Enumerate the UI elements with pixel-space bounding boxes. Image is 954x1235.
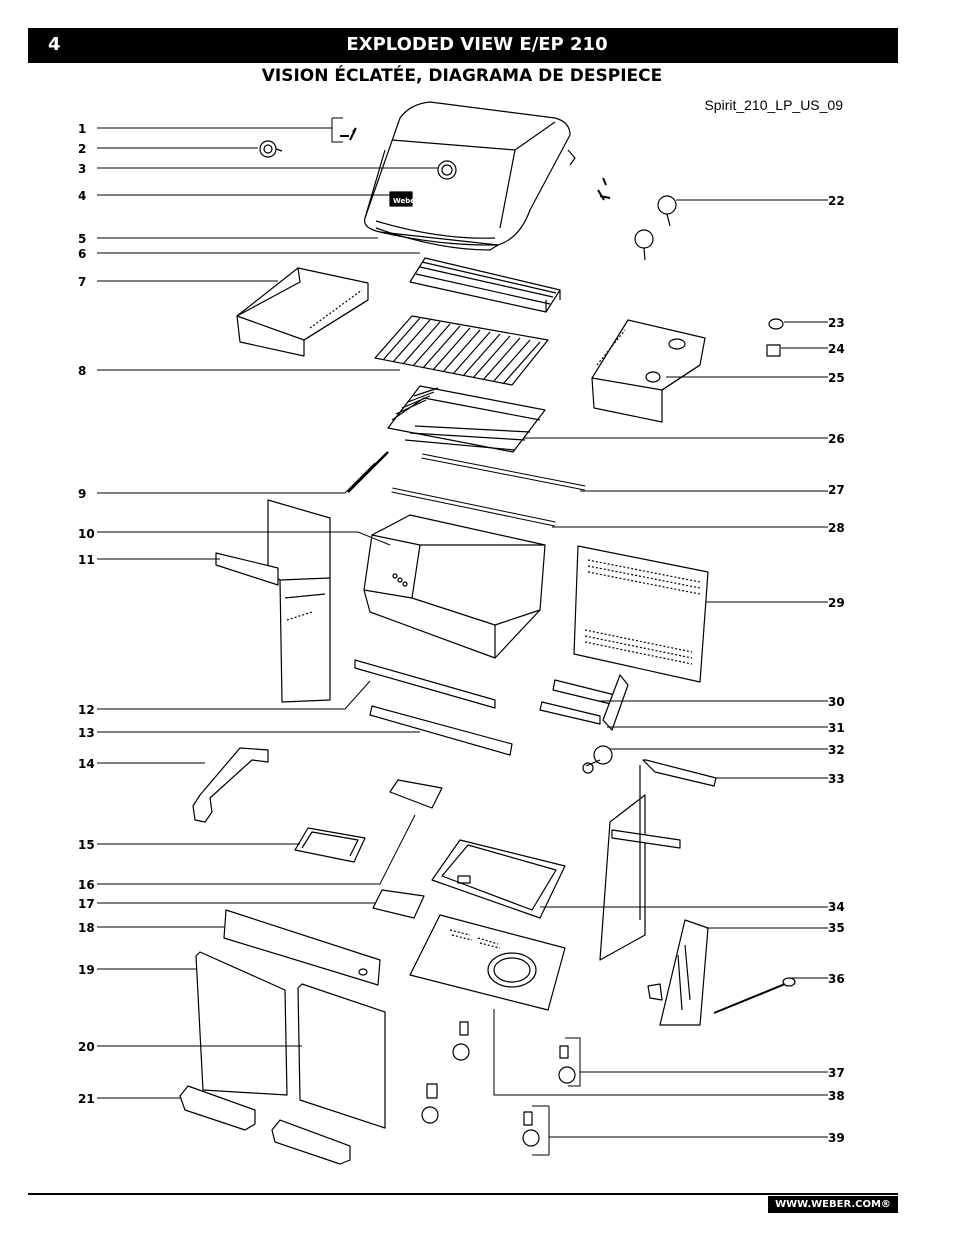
part-number: 2: [78, 142, 86, 156]
part-number: 26: [828, 432, 845, 446]
part-number: 36: [828, 972, 845, 986]
part-number: 14: [78, 757, 95, 771]
part-number: 12: [78, 703, 95, 717]
header-bar: [28, 28, 898, 63]
footer-rule: [28, 1193, 898, 1195]
part-number: 34: [828, 900, 845, 914]
part-number: 25: [828, 371, 845, 385]
part-number: 24: [828, 342, 845, 356]
part-number: 23: [828, 316, 845, 330]
part-number: 39: [828, 1131, 845, 1145]
part-number: 8: [78, 364, 86, 378]
part-number: 3: [78, 162, 86, 176]
part-number: 15: [78, 838, 95, 852]
part-number: 27: [828, 483, 845, 497]
part-number: 19: [78, 963, 95, 977]
part-number: 5: [78, 232, 86, 246]
part-number: 30: [828, 695, 845, 709]
page-subtitle: VISION ÉCLATÉE, DIAGRAMA DE DESPIECE: [261, 66, 663, 86]
part-number: 11: [78, 553, 95, 567]
part-number: 4: [78, 189, 86, 203]
part-number: 17: [78, 897, 95, 911]
part-number: 37: [828, 1066, 845, 1080]
model-code: Spirit_210_LP_US_09: [704, 97, 843, 113]
footer-url[interactable]: WWW.WEBER.COM®: [768, 1196, 898, 1213]
part-number: 13: [78, 726, 95, 740]
part-number: 32: [828, 743, 845, 757]
part-number: 38: [828, 1089, 845, 1103]
part-number: 1: [78, 122, 86, 136]
part-number: 18: [78, 921, 95, 935]
lid-drawing: Weber: [363, 101, 576, 251]
part-number: 21: [78, 1092, 95, 1106]
part-number: 9: [78, 487, 86, 501]
part-number: 16: [78, 878, 95, 892]
part-number: 7: [78, 275, 86, 289]
part-number: 20: [78, 1040, 95, 1054]
part-number: 28: [828, 521, 845, 535]
part-number: 10: [78, 527, 95, 541]
part-number: 31: [828, 721, 845, 735]
page-number: 4: [48, 34, 61, 55]
part-number: 35: [828, 921, 845, 935]
part-number: 22: [828, 194, 845, 208]
part-number: 33: [828, 772, 845, 786]
page-title: EXPLODED VIEW E/EP 210: [346, 34, 608, 55]
part-number: 6: [78, 247, 86, 261]
svg-text:Weber: Weber: [393, 197, 419, 205]
part-number: 29: [828, 596, 845, 610]
